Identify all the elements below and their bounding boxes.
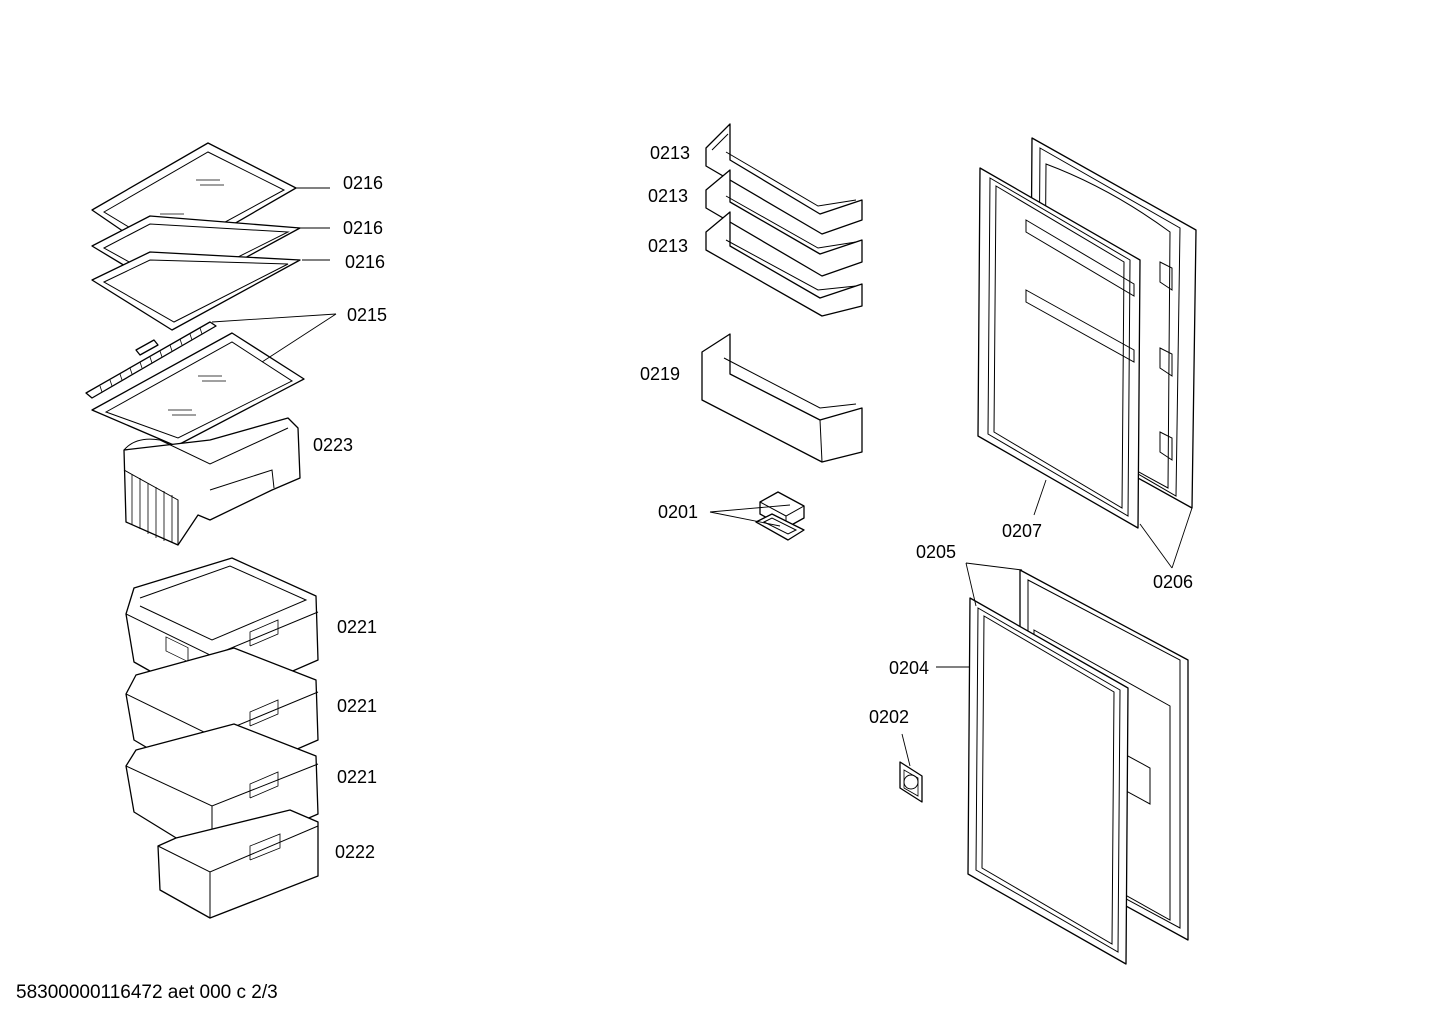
egg-box: [755, 491, 805, 541]
leader-lines: [211, 187, 1193, 767]
label-0223: 0223: [313, 435, 353, 455]
fridge-door-seal: [977, 167, 1141, 529]
label-0215: 0215: [347, 305, 387, 325]
label-0216-top: 0216: [343, 173, 383, 193]
label-0221-first: 0221: [337, 617, 377, 637]
bottle-shelf: [701, 333, 863, 463]
glass-shelf-low: [91, 251, 301, 331]
label-0201: 0201: [658, 502, 698, 522]
label-0213-second: 0213: [648, 186, 688, 206]
label-0202: 0202: [869, 707, 909, 727]
document-footer-id: 58300000116472 aet 000 c 2/3: [16, 982, 278, 1003]
drawer-bottom: [157, 809, 319, 919]
crisper-cover: [123, 417, 301, 546]
door-bar-3: [705, 211, 863, 317]
label-0216-middle: 0216: [343, 218, 383, 238]
label-0213-first: 0213: [650, 143, 690, 163]
label-0207: 0207: [1002, 521, 1042, 541]
label-0205: 0205: [916, 542, 956, 562]
label-0222: 0222: [335, 842, 375, 862]
label-0204: 0204: [889, 658, 929, 678]
freezer-door-seal: [967, 597, 1129, 965]
label-0221-second: 0221: [337, 696, 377, 716]
label-0221-third: 0221: [337, 767, 377, 787]
handle-plate: [899, 761, 923, 803]
shelf-with-rail: [85, 321, 305, 447]
label-0206: 0206: [1153, 572, 1193, 592]
label-0213-third: 0213: [648, 236, 688, 256]
door-bar-2: [705, 169, 863, 277]
door-bar-1: [705, 123, 863, 235]
label-0219: 0219: [640, 364, 680, 384]
label-0216-low: 0216: [345, 252, 385, 272]
